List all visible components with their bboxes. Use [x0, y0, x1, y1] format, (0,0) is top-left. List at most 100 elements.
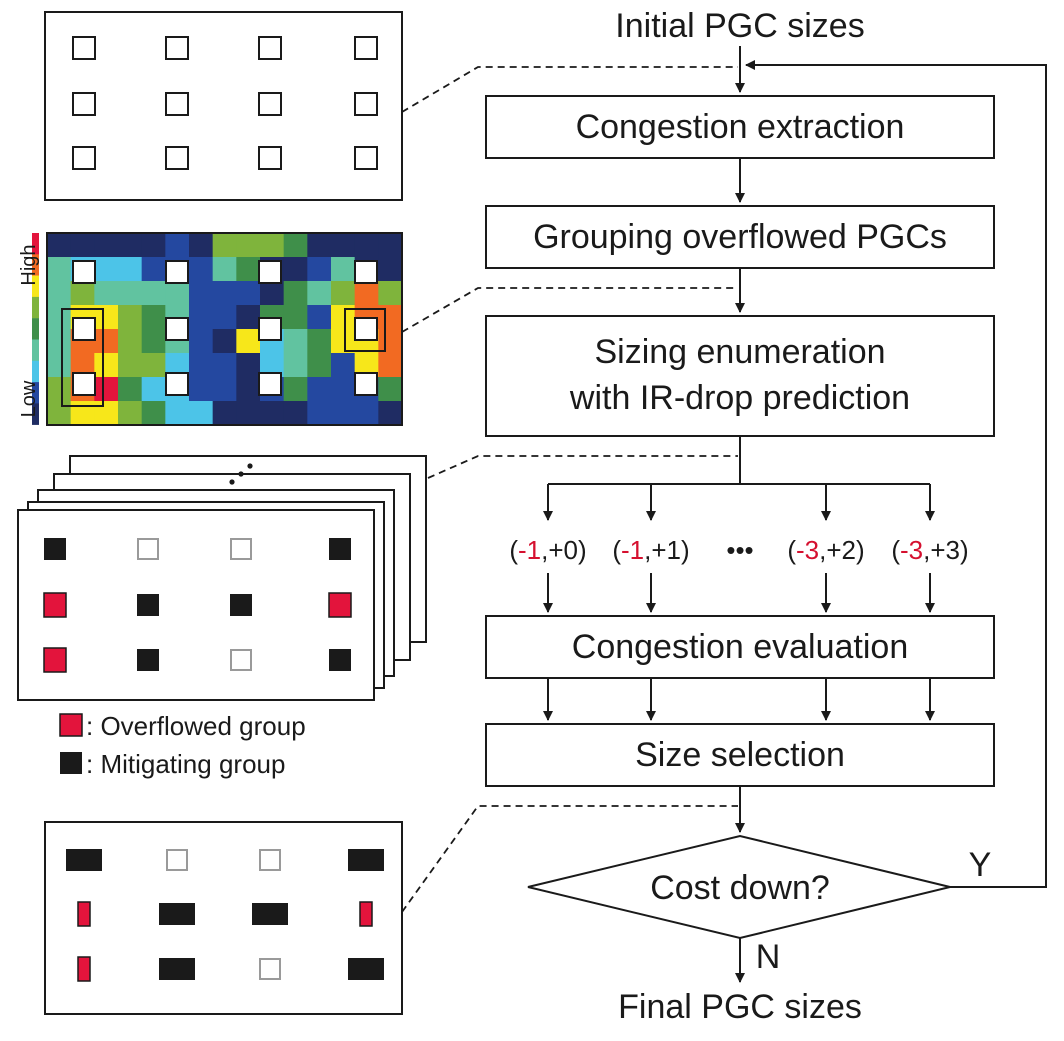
heat-cell: [307, 329, 332, 354]
pgc-cell: [165, 317, 189, 341]
heat-cell: [47, 353, 72, 378]
unchanged-pgc: [230, 649, 252, 671]
congestion-extraction-label: Congestion extraction: [576, 108, 905, 146]
heatmap-high-label: High: [18, 244, 40, 285]
candidate-ellipsis: •••: [726, 535, 753, 565]
legend-overflowed-label: : Overflowed group: [86, 711, 306, 741]
heat-cell: [70, 233, 95, 258]
heat-cell: [331, 257, 356, 282]
congestion-evaluation-box: [485, 615, 995, 679]
final-pgc-panel: [44, 821, 403, 1015]
heat-cell: [378, 233, 403, 258]
grouping-label: Grouping overflowed PGCs: [533, 218, 947, 256]
pgc-cell: [258, 317, 282, 341]
heat-cell: [283, 281, 308, 306]
heat-cell: [307, 377, 332, 402]
pgc-cell: [165, 372, 189, 396]
heat-cell: [189, 233, 214, 258]
cost-down-label: Cost down?: [650, 869, 830, 907]
heat-cell: [141, 281, 166, 306]
heat-scale-swatch: [32, 275, 39, 298]
unchanged-pgc: [230, 538, 252, 560]
congestion-evaluation-label: Congestion evaluation: [572, 628, 908, 666]
overflow-group-outline-right: [344, 308, 386, 352]
mitigating-pgc: [329, 649, 351, 671]
heat-cell: [260, 281, 285, 306]
heat-cell: [212, 305, 237, 330]
heat-cell: [94, 329, 119, 354]
mitigating-pgc: [348, 958, 384, 980]
heat-cell: [141, 257, 166, 282]
heat-cell: [307, 401, 332, 426]
heat-cell: [260, 401, 285, 426]
mitigating-pgc: [159, 903, 195, 925]
grouping-box: [485, 205, 995, 269]
overflowed-swatch: [59, 713, 83, 737]
heat-cell: [47, 257, 72, 282]
pgc-cell: [354, 36, 378, 60]
heat-cell: [118, 353, 143, 378]
heat-cell: [118, 281, 143, 306]
pgc-cell: [258, 260, 282, 284]
heat-scale-swatch: [32, 403, 39, 425]
mitigating-pgc: [252, 903, 288, 925]
heat-cell: [47, 401, 72, 426]
size-selection-label: Size selection: [635, 736, 845, 774]
heat-cell: [189, 377, 214, 402]
heat-cell: [118, 257, 143, 282]
heat-cell: [354, 401, 379, 426]
overflowed-pgc: [43, 647, 67, 673]
heat-cell: [331, 329, 356, 354]
heat-cell: [141, 377, 166, 402]
initial-pgc-panel: [44, 11, 403, 201]
heat-cell: [283, 353, 308, 378]
heat-cell: [283, 257, 308, 282]
heat-cell: [378, 401, 403, 426]
heat-cell: [212, 281, 237, 306]
heat-cell: [94, 257, 119, 282]
mitigating-pgc: [329, 538, 351, 560]
heat-cell: [189, 401, 214, 426]
heat-cell: [378, 353, 403, 378]
heat-cell: [118, 305, 143, 330]
pgc-cell: [165, 260, 189, 284]
heat-cell: [212, 353, 237, 378]
mitigating-pgc: [230, 594, 252, 616]
pgc-cell: [165, 92, 189, 116]
heat-cell: [118, 401, 143, 426]
heat-cell: [141, 329, 166, 354]
pgc-cell: [72, 317, 96, 341]
pgc-cell: [72, 260, 96, 284]
heat-cell: [118, 377, 143, 402]
mitigating-pgc: [137, 649, 159, 671]
heat-cell: [94, 233, 119, 258]
unchanged-pgc: [259, 958, 281, 980]
heat-cell: [212, 329, 237, 354]
pgc-cell: [354, 372, 378, 396]
heat-cell: [47, 329, 72, 354]
start-label: Initial PGC sizes: [615, 7, 864, 45]
heat-cell: [378, 257, 403, 282]
overflowed-pgc: [77, 956, 91, 982]
overflowed-pgc: [43, 592, 67, 618]
yes-loop-arrow: [745, 60, 1047, 888]
heat-cell: [307, 257, 332, 282]
congestion-heatmap-panel: High Low: [18, 232, 403, 426]
mitigating-swatch: [60, 752, 82, 774]
heat-cell: [378, 281, 403, 306]
pgc-cell: [354, 260, 378, 284]
mitigating-pgc: [137, 594, 159, 616]
heatmap-low-label: Low: [18, 380, 40, 417]
heat-cell: [283, 233, 308, 258]
heat-cell: [331, 377, 356, 402]
heat-cell: [378, 377, 403, 402]
heat-scale-swatch: [32, 233, 39, 255]
heat-cell: [236, 305, 261, 330]
heat-cell: [118, 329, 143, 354]
unchanged-pgc: [137, 538, 159, 560]
heat-scale-swatch: [32, 254, 39, 276]
pgc-cell: [258, 372, 282, 396]
pgc-cell: [258, 146, 282, 170]
overflowed-pgc: [328, 592, 352, 618]
pgc-cell: [258, 92, 282, 116]
